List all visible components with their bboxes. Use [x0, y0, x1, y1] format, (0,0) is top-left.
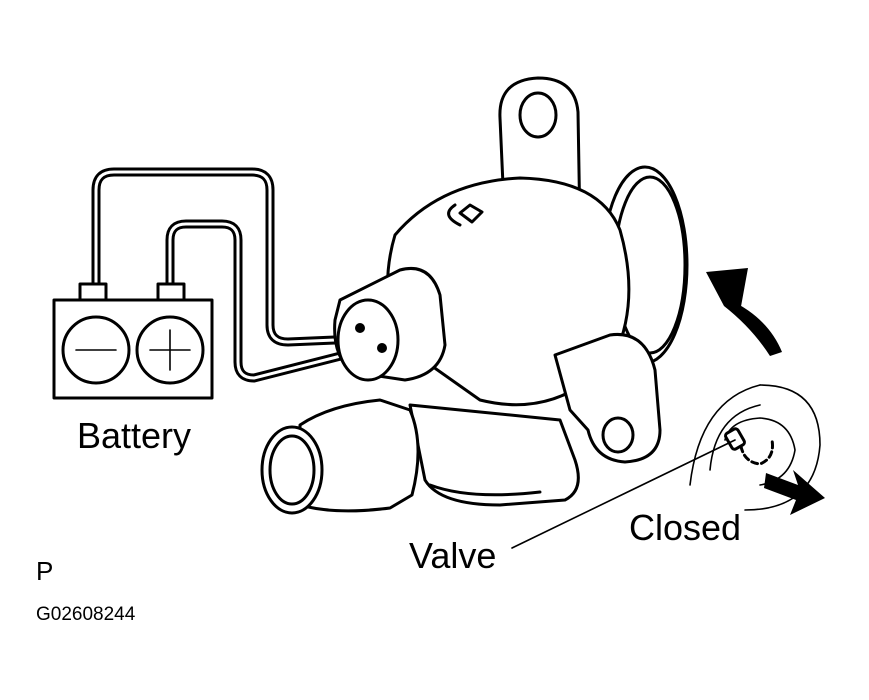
battery-wires [91, 167, 385, 383]
battery-label: Battery [77, 415, 192, 456]
push-arrow-icon [764, 470, 825, 515]
figure-code: G02608244 [36, 604, 136, 625]
valve-body [260, 76, 689, 515]
battery [52, 282, 214, 400]
rotation-arrow-icon [706, 268, 782, 356]
valve-label: Valve [409, 535, 497, 576]
page-mark: P [36, 556, 54, 586]
valve-closed-indicator [511, 384, 821, 549]
closed-label: Closed [629, 507, 742, 548]
